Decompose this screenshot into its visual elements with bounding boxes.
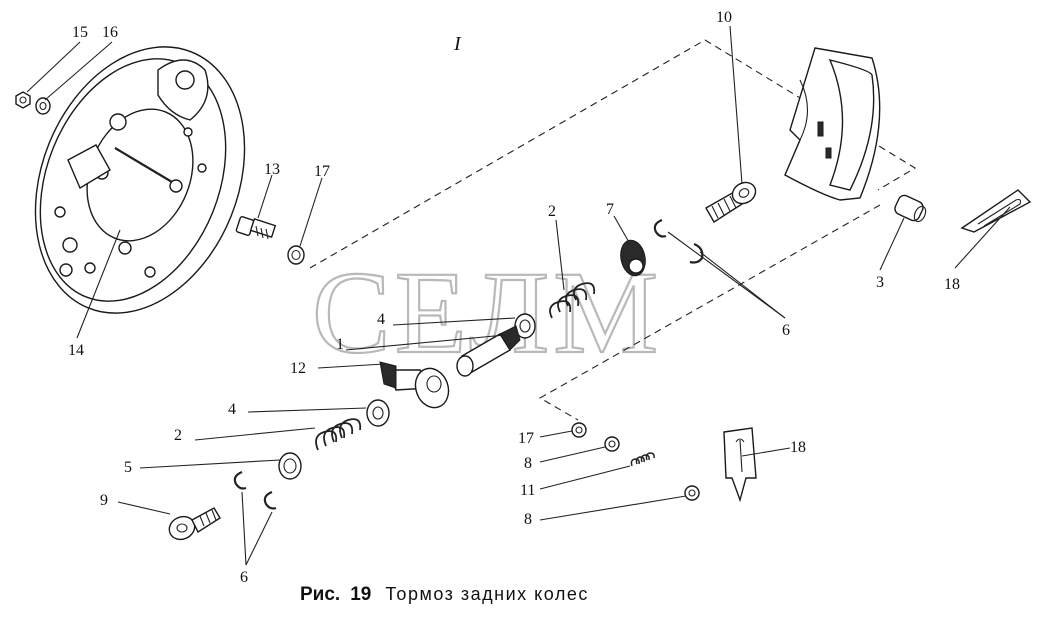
washer-16 — [35, 97, 51, 115]
brake-backing-plate — [34, 46, 246, 314]
callout-18-lower: 18 — [790, 439, 806, 456]
adjusting-gear-7 — [620, 239, 646, 277]
spring-2-upper — [549, 282, 596, 319]
callout-2-upper: 2 — [548, 203, 556, 220]
callout-14: 14 — [68, 342, 84, 359]
callout-4-upper: 4 — [377, 311, 385, 328]
assembly-dashed-outline-lower — [538, 204, 881, 421]
cotter-pin-18-upper — [960, 189, 1032, 233]
cotter-pin-18-lower — [723, 427, 757, 503]
washer-8-lower — [684, 485, 700, 501]
caption-title: Тормоз задних колес — [385, 584, 589, 604]
callout-6-lower: 6 — [240, 569, 248, 586]
callout-numbers: 15 16 10 13 17 2 7 3 18 14 4 1 12 6 4 2 … — [68, 9, 960, 586]
brake-shoe — [784, 47, 881, 201]
callout-7: 7 — [606, 201, 614, 218]
callout-12: 12 — [290, 360, 306, 377]
callout-3: 3 — [876, 274, 884, 291]
figure-caption: Рис. 19 Тормоз задних колес — [300, 584, 589, 605]
callout-5: 5 — [124, 459, 132, 476]
spring-11 — [630, 452, 655, 467]
callout-2-lower: 2 — [174, 427, 182, 444]
callout-16: 16 — [102, 24, 118, 41]
callout-1: 1 — [336, 336, 344, 353]
retaining-rings-6-upper — [653, 218, 704, 264]
callout-17-lower: 17 — [518, 430, 534, 447]
callout-11: 11 — [520, 482, 535, 499]
view-label: I — [453, 33, 462, 55]
washer-4-lower — [366, 399, 390, 427]
pin-3 — [894, 194, 927, 223]
leader-lines — [26, 25, 1011, 566]
callout-13: 13 — [264, 161, 280, 178]
nut-15 — [15, 91, 31, 109]
caption-prefix: Рис. — [300, 584, 340, 605]
washer-8-upper — [604, 436, 620, 452]
eye-bolt-9 — [168, 507, 221, 541]
washer-17-upper — [287, 245, 305, 265]
callout-17-upper: 17 — [314, 163, 330, 180]
callout-15: 15 — [72, 24, 88, 41]
callout-8-lower: 8 — [524, 511, 532, 528]
bolt-13 — [235, 216, 277, 240]
callout-4-lower: 4 — [228, 401, 236, 418]
eye-bolt-10 — [705, 181, 757, 223]
caption-number: 19 — [350, 584, 371, 605]
callout-8-upper: 8 — [524, 455, 532, 472]
callout-6-upper: 6 — [782, 322, 790, 339]
retaining-rings-6-lower — [233, 470, 277, 510]
adjuster-body-1 — [456, 325, 521, 377]
callout-10: 10 — [716, 9, 732, 26]
washer-5 — [278, 452, 302, 480]
callout-18-upper: 18 — [944, 276, 960, 293]
callout-9: 9 — [100, 492, 108, 509]
spring-2-lower — [315, 418, 362, 451]
washer-17-lower — [571, 422, 587, 438]
eye-bolt-12 — [379, 361, 450, 409]
